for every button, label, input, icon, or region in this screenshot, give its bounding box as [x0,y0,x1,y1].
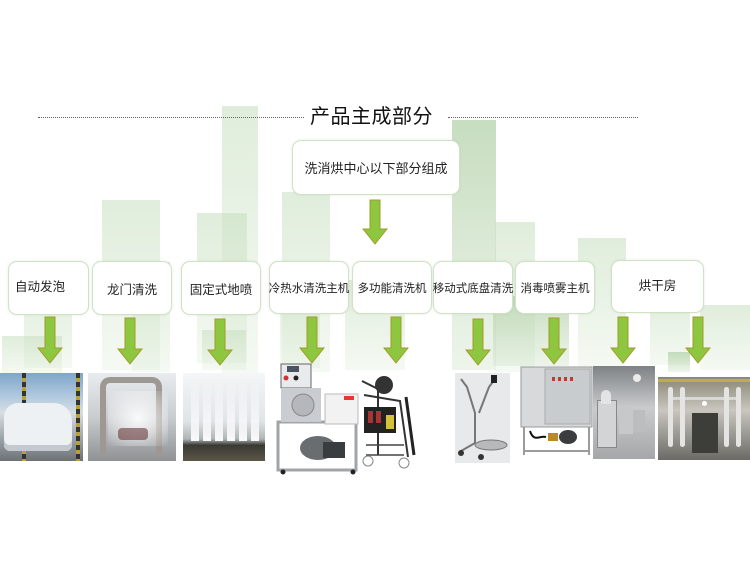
section-title-row: 产品主成部分 [38,100,638,128]
down-arrow-icon [117,317,143,365]
down-arrow-icon [207,318,233,366]
section-title: 产品主成部分 [310,104,433,128]
component-box-gantry-wash: 龙门清洗 [92,261,172,315]
dotted-divider-right [448,117,638,118]
component-box-ground-spray: 固定式地喷 [181,261,261,315]
root-node: 洗消烘中心以下部分组成 [292,140,460,195]
component-label: 消毒喷雾主机 [520,280,590,295]
multi-function-washer-photo [360,375,420,470]
component-label: 烘干房 [638,278,677,293]
down-arrow-icon [685,316,711,364]
gantry-wash-photo [88,373,176,461]
component-label: 固定式地喷 [189,281,253,297]
component-label: 自动发泡 [15,279,66,294]
hot-cold-washer-photo [273,360,363,475]
drying-room-photo-1 [593,366,655,459]
disinfection-sprayer-photo [520,365,593,457]
down-arrow-icon [465,318,491,366]
mobile-chassis-washer-photo [455,373,510,463]
component-label: 移动式底盘清洗 [432,280,514,295]
down-arrow-icon [362,199,388,245]
down-arrow-icon [610,316,636,364]
ground-spray-photo [183,373,265,461]
component-box-disinfection-sprayer: 消毒喷雾主机 [515,261,595,314]
down-arrow-icon [37,316,63,364]
component-label: 冷热水清洗主机 [268,280,350,295]
component-box-drying-room: 烘干房 [611,260,704,313]
dotted-divider-left [38,117,304,118]
component-box-auto-foam: 自动发泡 [8,261,89,315]
component-label: 多功能清洗机 [357,280,427,295]
component-label: 龙门清洗 [106,281,157,297]
drying-room-photo-2 [658,377,750,460]
component-box-multi-function-washer: 多功能清洗机 [352,261,432,314]
component-box-mobile-chassis-washer: 移动式底盘清洗 [433,261,513,314]
down-arrow-icon [299,316,325,364]
component-box-hot-cold-washer: 冷热水清洗主机 [269,261,349,314]
down-arrow-icon [383,316,409,364]
down-arrow-icon [541,317,567,365]
foam-wash-van-photo [0,373,83,461]
